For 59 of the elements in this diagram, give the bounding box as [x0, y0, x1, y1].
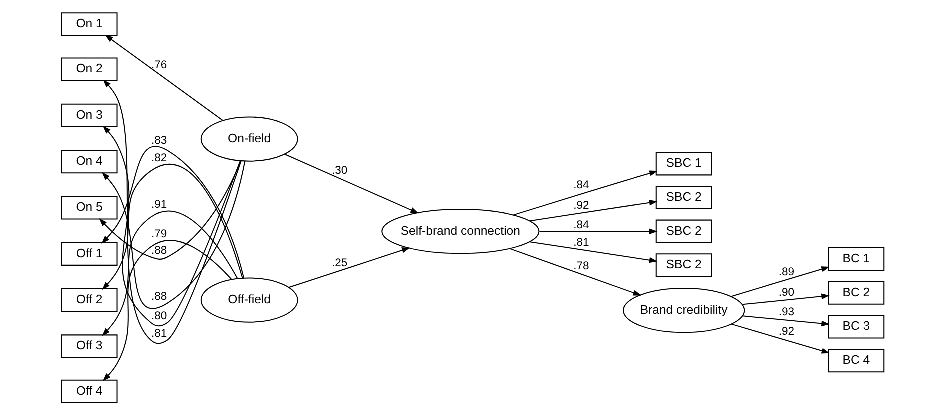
- edge-label: .76: [150, 58, 167, 71]
- node-box: BC 2: [828, 280, 884, 304]
- edge-label: .88: [150, 290, 167, 303]
- arrow: [731, 323, 830, 354]
- edge-label: .82: [150, 152, 167, 164]
- arrow: [102, 164, 243, 290]
- edge-label: .25: [332, 256, 348, 269]
- arrow: [730, 266, 830, 297]
- node-box: On 1: [60, 12, 118, 36]
- node-box: Off 2: [60, 288, 118, 312]
- node-ellipse: Off-field: [200, 277, 298, 322]
- arrow: [530, 200, 658, 222]
- node-box: On 5: [60, 196, 118, 220]
- node-box: SBC 1: [655, 152, 712, 176]
- edge-label: .78: [573, 260, 589, 272]
- node-ellipse: On-field: [200, 116, 298, 162]
- edge-label: .89: [778, 266, 794, 278]
- node-box: BC 4: [828, 348, 884, 372]
- node-box: SBC 2: [655, 219, 712, 243]
- arrow: [509, 248, 642, 296]
- edge-label: .83: [150, 134, 167, 147]
- arrow: [102, 79, 242, 344]
- node-box: Off 1: [60, 242, 118, 266]
- arrow: [102, 240, 232, 381]
- edge-label: .92: [573, 199, 589, 212]
- node-box: BC 1: [828, 247, 884, 271]
- edge-label: .81: [150, 328, 167, 340]
- edge-label: .30: [332, 164, 348, 176]
- edge-label: .88: [150, 244, 167, 256]
- edge-label: .81: [573, 236, 589, 248]
- edge-label: .79: [150, 228, 167, 240]
- arrow: [101, 146, 244, 278]
- arrow: [513, 170, 658, 216]
- arrow: [742, 315, 830, 326]
- node-box: Off 3: [60, 334, 118, 358]
- arrow: [102, 160, 246, 308]
- edge-label: .90: [778, 286, 794, 299]
- node-box: On 2: [60, 57, 118, 81]
- arrow: [284, 154, 418, 214]
- edge-label: .91: [150, 198, 167, 210]
- node-box: BC 3: [828, 314, 884, 338]
- arrow: [288, 247, 410, 288]
- arrow: [102, 210, 238, 336]
- node-box: Off 4: [60, 379, 118, 403]
- arrow: [530, 241, 658, 263]
- edge-label: .93: [778, 306, 794, 318]
- arrow: [742, 293, 830, 305]
- node-box: SBC 2: [655, 185, 712, 210]
- edge-label: .84: [573, 178, 589, 191]
- edge-label: .80: [150, 310, 167, 322]
- arrow: [104, 34, 223, 121]
- node-box: On 4: [60, 150, 118, 174]
- edge-label: .84: [573, 218, 589, 231]
- arrow: [102, 125, 240, 326]
- edge-label: .92: [778, 325, 794, 338]
- node-box: On 3: [60, 103, 118, 127]
- arrow: [98, 160, 241, 260]
- arrow: [539, 228, 658, 234]
- node-box: SBC 2: [655, 253, 712, 277]
